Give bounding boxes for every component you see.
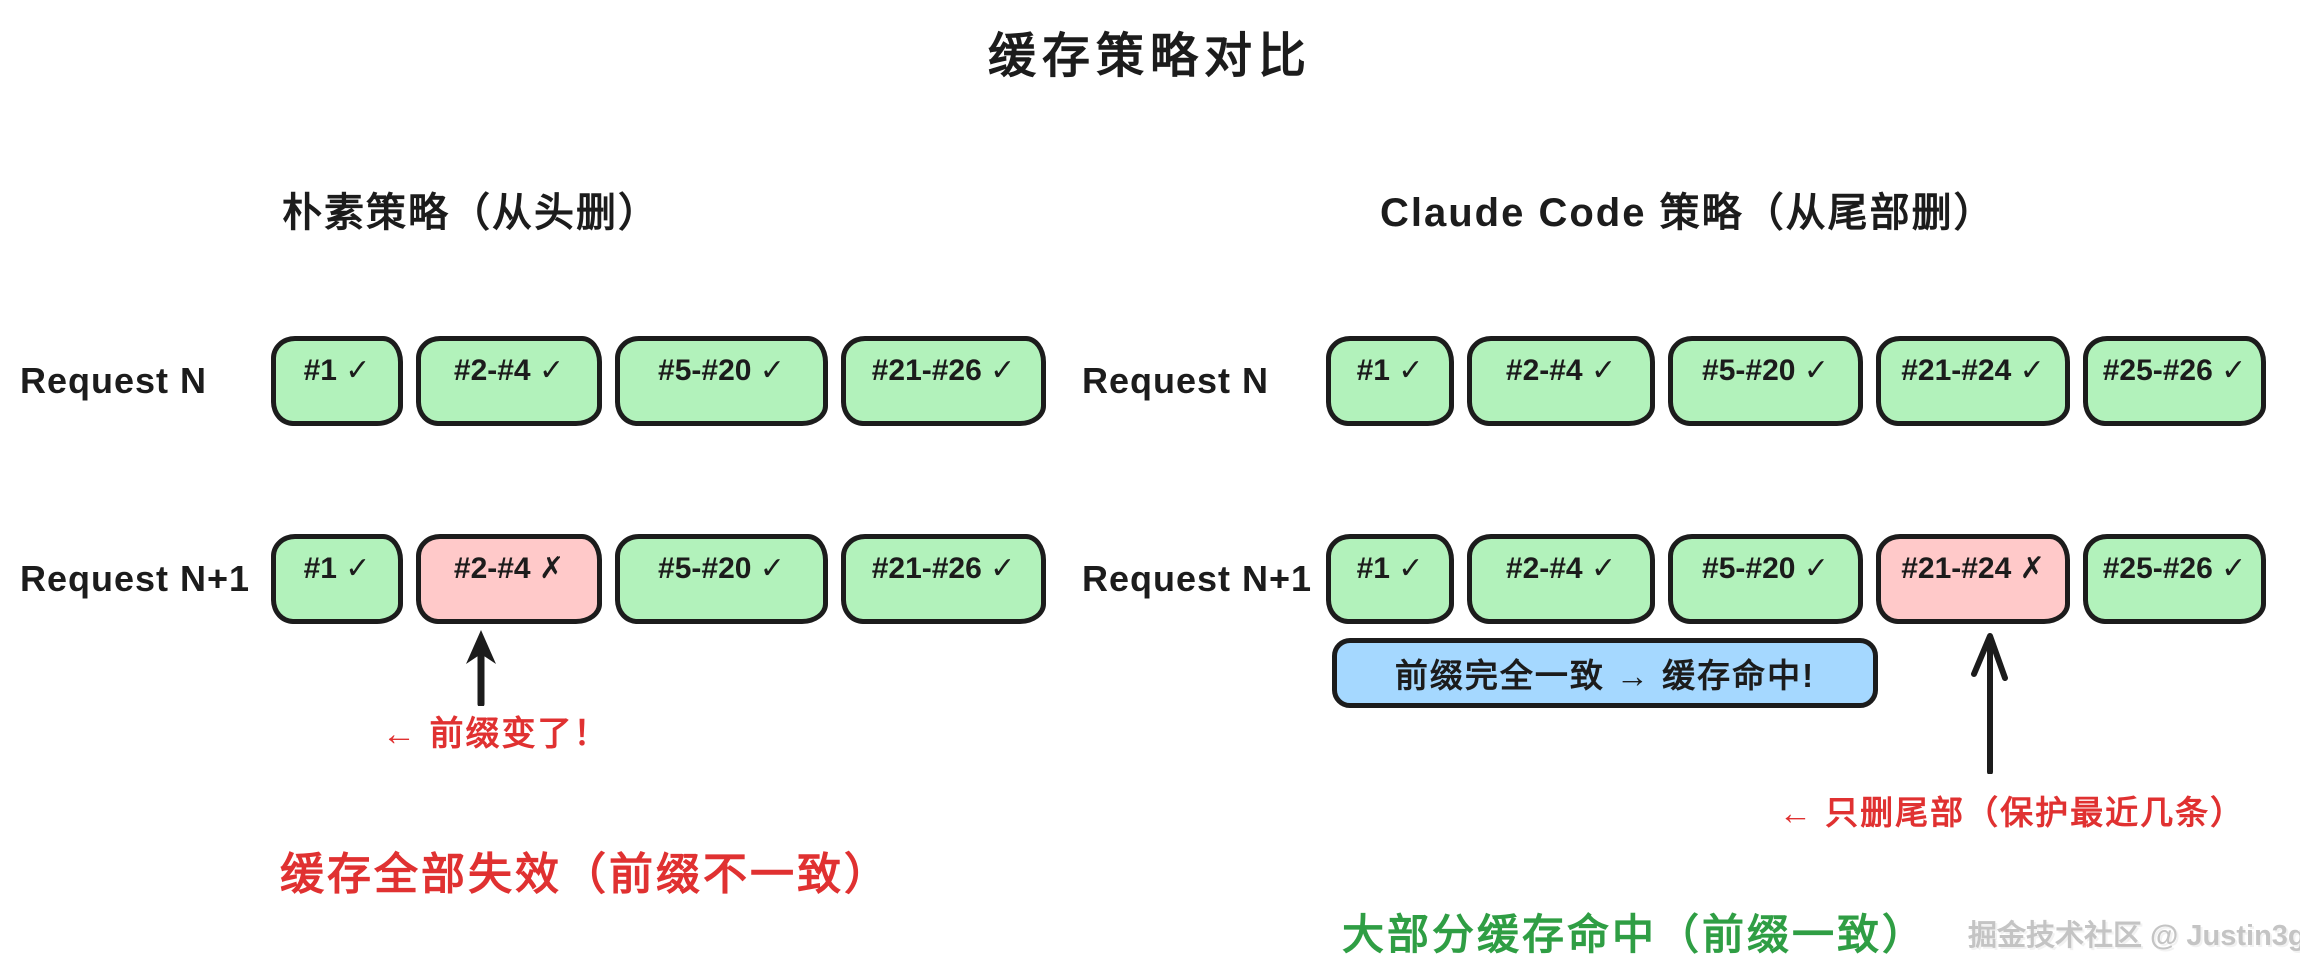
cache-block: #5-#20 ✓ xyxy=(1668,336,1863,426)
row-label: Request N+1 xyxy=(20,558,251,599)
prefix-changed-note: ← 前缀变了！ xyxy=(382,715,610,753)
left-request-n-row: Request N #1 ✓ #2-#4 ✓ #5-#20 ✓ #21-#26 … xyxy=(20,336,1046,426)
left-request-n1-row: Request N+1 #1 ✓ #2-#4 ✗ #5-#20 ✓ #21-#2… xyxy=(20,534,1046,624)
left-strategy-heading: 朴素策略（从头删） xyxy=(282,191,660,235)
right-summary: 大部分缓存命中（前缀一致） xyxy=(1342,911,1928,958)
cache-block: #21-#24 ✓ xyxy=(1876,336,2070,426)
up-arrow-icon xyxy=(1960,628,2020,774)
cache-hit-banner: 前缀完全一致 → 缓存命中! xyxy=(1332,638,1878,708)
row-label: Request N+1 xyxy=(1082,558,1313,599)
cache-blocks: #1 ✓ #2-#4 ✓ #5-#20 ✓ #21-#24 ✗ #25-#26 … xyxy=(1326,534,2266,624)
row-label: Request N xyxy=(1082,360,1270,401)
row-label: Request N xyxy=(20,360,208,401)
up-arrow-icon xyxy=(451,628,511,706)
cache-block: #5-#20 ✓ xyxy=(615,534,828,624)
cache-block: #2-#4 ✓ xyxy=(1467,336,1655,426)
right-strategy-heading: Claude Code 策略（从尾部删） xyxy=(1380,191,1996,235)
cache-block: #2-#4 ✓ xyxy=(1467,534,1655,624)
right-request-n1-row: Request N+1 #1 ✓ #2-#4 ✓ #5-#20 ✓ #21-#2… xyxy=(1082,534,2266,624)
cache-block: #25-#26 ✓ xyxy=(2083,534,2266,624)
cache-block: #1 ✓ xyxy=(1326,336,1454,426)
cache-block: #2-#4 ✓ xyxy=(416,336,602,426)
right-request-n-row: Request N #1 ✓ #2-#4 ✓ #5-#20 ✓ #21-#24 … xyxy=(1082,336,2266,426)
cache-blocks: #1 ✓ #2-#4 ✓ #5-#20 ✓ #21-#24 ✓ #25-#26 … xyxy=(1326,336,2266,426)
cache-block: #5-#20 ✓ xyxy=(1668,534,1863,624)
cache-blocks: #1 ✓ #2-#4 ✗ #5-#20 ✓ #21-#26 ✓ xyxy=(271,534,1046,624)
cache-block: #1 ✓ xyxy=(271,534,403,624)
cache-block: #1 ✓ xyxy=(1326,534,1454,624)
cache-block: #1 ✓ xyxy=(271,336,403,426)
watermark: 掘金技术社区 @ Justin3go xyxy=(1968,920,2300,952)
cache-block-miss: #2-#4 ✗ xyxy=(416,534,602,624)
delete-tail-note: ← 只删尾部（保护最近几条） xyxy=(1779,794,2246,831)
cache-block: #5-#20 ✓ xyxy=(615,336,828,426)
cache-blocks: #1 ✓ #2-#4 ✓ #5-#20 ✓ #21-#26 ✓ xyxy=(271,336,1046,426)
cache-block-miss: #21-#24 ✗ xyxy=(1876,534,2070,624)
page-title: 缓存策略对比 xyxy=(987,30,1313,83)
left-summary: 缓存全部失效（前缀不一致） xyxy=(280,850,891,899)
cache-block: #21-#26 ✓ xyxy=(841,336,1046,426)
cache-block: #25-#26 ✓ xyxy=(2083,336,2266,426)
cache-block: #21-#26 ✓ xyxy=(841,534,1046,624)
